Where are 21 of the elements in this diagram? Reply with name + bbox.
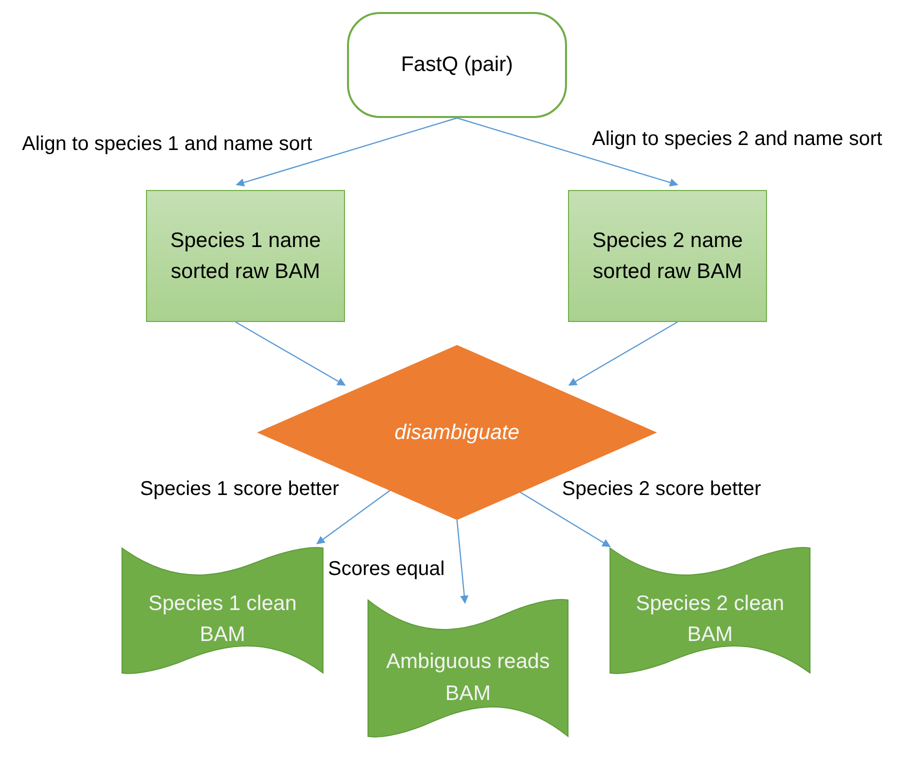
arrow bbox=[519, 491, 611, 548]
node-label: Ambiguous reads BAM bbox=[385, 649, 551, 706]
arrow bbox=[456, 520, 468, 604]
node-label: Species 1 clean BAM bbox=[147, 590, 298, 648]
arrow bbox=[456, 117, 678, 187]
node-label: Species 1 name sorted raw BAM bbox=[169, 228, 322, 285]
node-label: Species 2 name sorted raw BAM bbox=[591, 228, 744, 285]
arrow bbox=[316, 490, 391, 544]
process-box bbox=[568, 190, 767, 322]
arrow bbox=[236, 117, 458, 187]
node-label: disambiguate bbox=[394, 420, 520, 446]
start-box bbox=[347, 12, 567, 118]
process-box bbox=[146, 190, 345, 322]
edge-label: Align to species 1 and name sort bbox=[20, 133, 314, 156]
node-label: Species 2 clean BAM bbox=[634, 590, 786, 648]
edge-label: Align to species 2 and name sort bbox=[590, 128, 884, 151]
arrow bbox=[568, 321, 678, 386]
node-label: FastQ (pair) bbox=[400, 52, 513, 78]
arrow bbox=[235, 321, 346, 386]
edge-label: Species 1 score better bbox=[138, 478, 341, 501]
edge-label: Species 2 score better bbox=[560, 478, 763, 501]
